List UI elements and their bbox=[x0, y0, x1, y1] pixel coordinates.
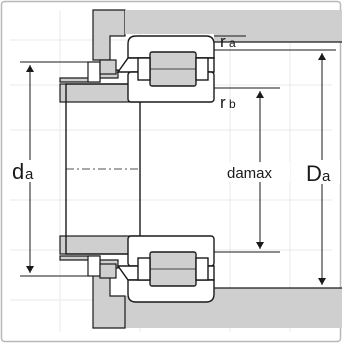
label-rb: r b bbox=[220, 93, 236, 112]
svg-text:D: D bbox=[306, 161, 322, 186]
bearing-upper bbox=[116, 35, 215, 103]
spacer-ring-lower-b bbox=[99, 263, 117, 279]
spacer-ring-lower-a bbox=[87, 255, 101, 277]
svg-text:a: a bbox=[229, 36, 236, 50]
spacer-ring-upper-b bbox=[99, 59, 117, 75]
svg-text:r: r bbox=[220, 93, 226, 112]
svg-text:a: a bbox=[322, 168, 331, 185]
label-da: d a bbox=[10, 159, 42, 184]
svg-text:r: r bbox=[220, 32, 226, 51]
label-Da: D a bbox=[304, 160, 340, 186]
label-ra: r a bbox=[220, 32, 236, 51]
spacer-ring-upper-a bbox=[87, 61, 101, 83]
svg-text:damax: damax bbox=[227, 165, 273, 182]
housing-right-upper bbox=[112, 10, 342, 42]
extension-lines bbox=[20, 35, 336, 289]
svg-text:b: b bbox=[229, 97, 236, 111]
bearing-lower bbox=[116, 235, 215, 303]
svg-text:a: a bbox=[25, 166, 34, 183]
svg-text:d: d bbox=[12, 159, 24, 184]
label-damax: damax bbox=[226, 162, 290, 182]
